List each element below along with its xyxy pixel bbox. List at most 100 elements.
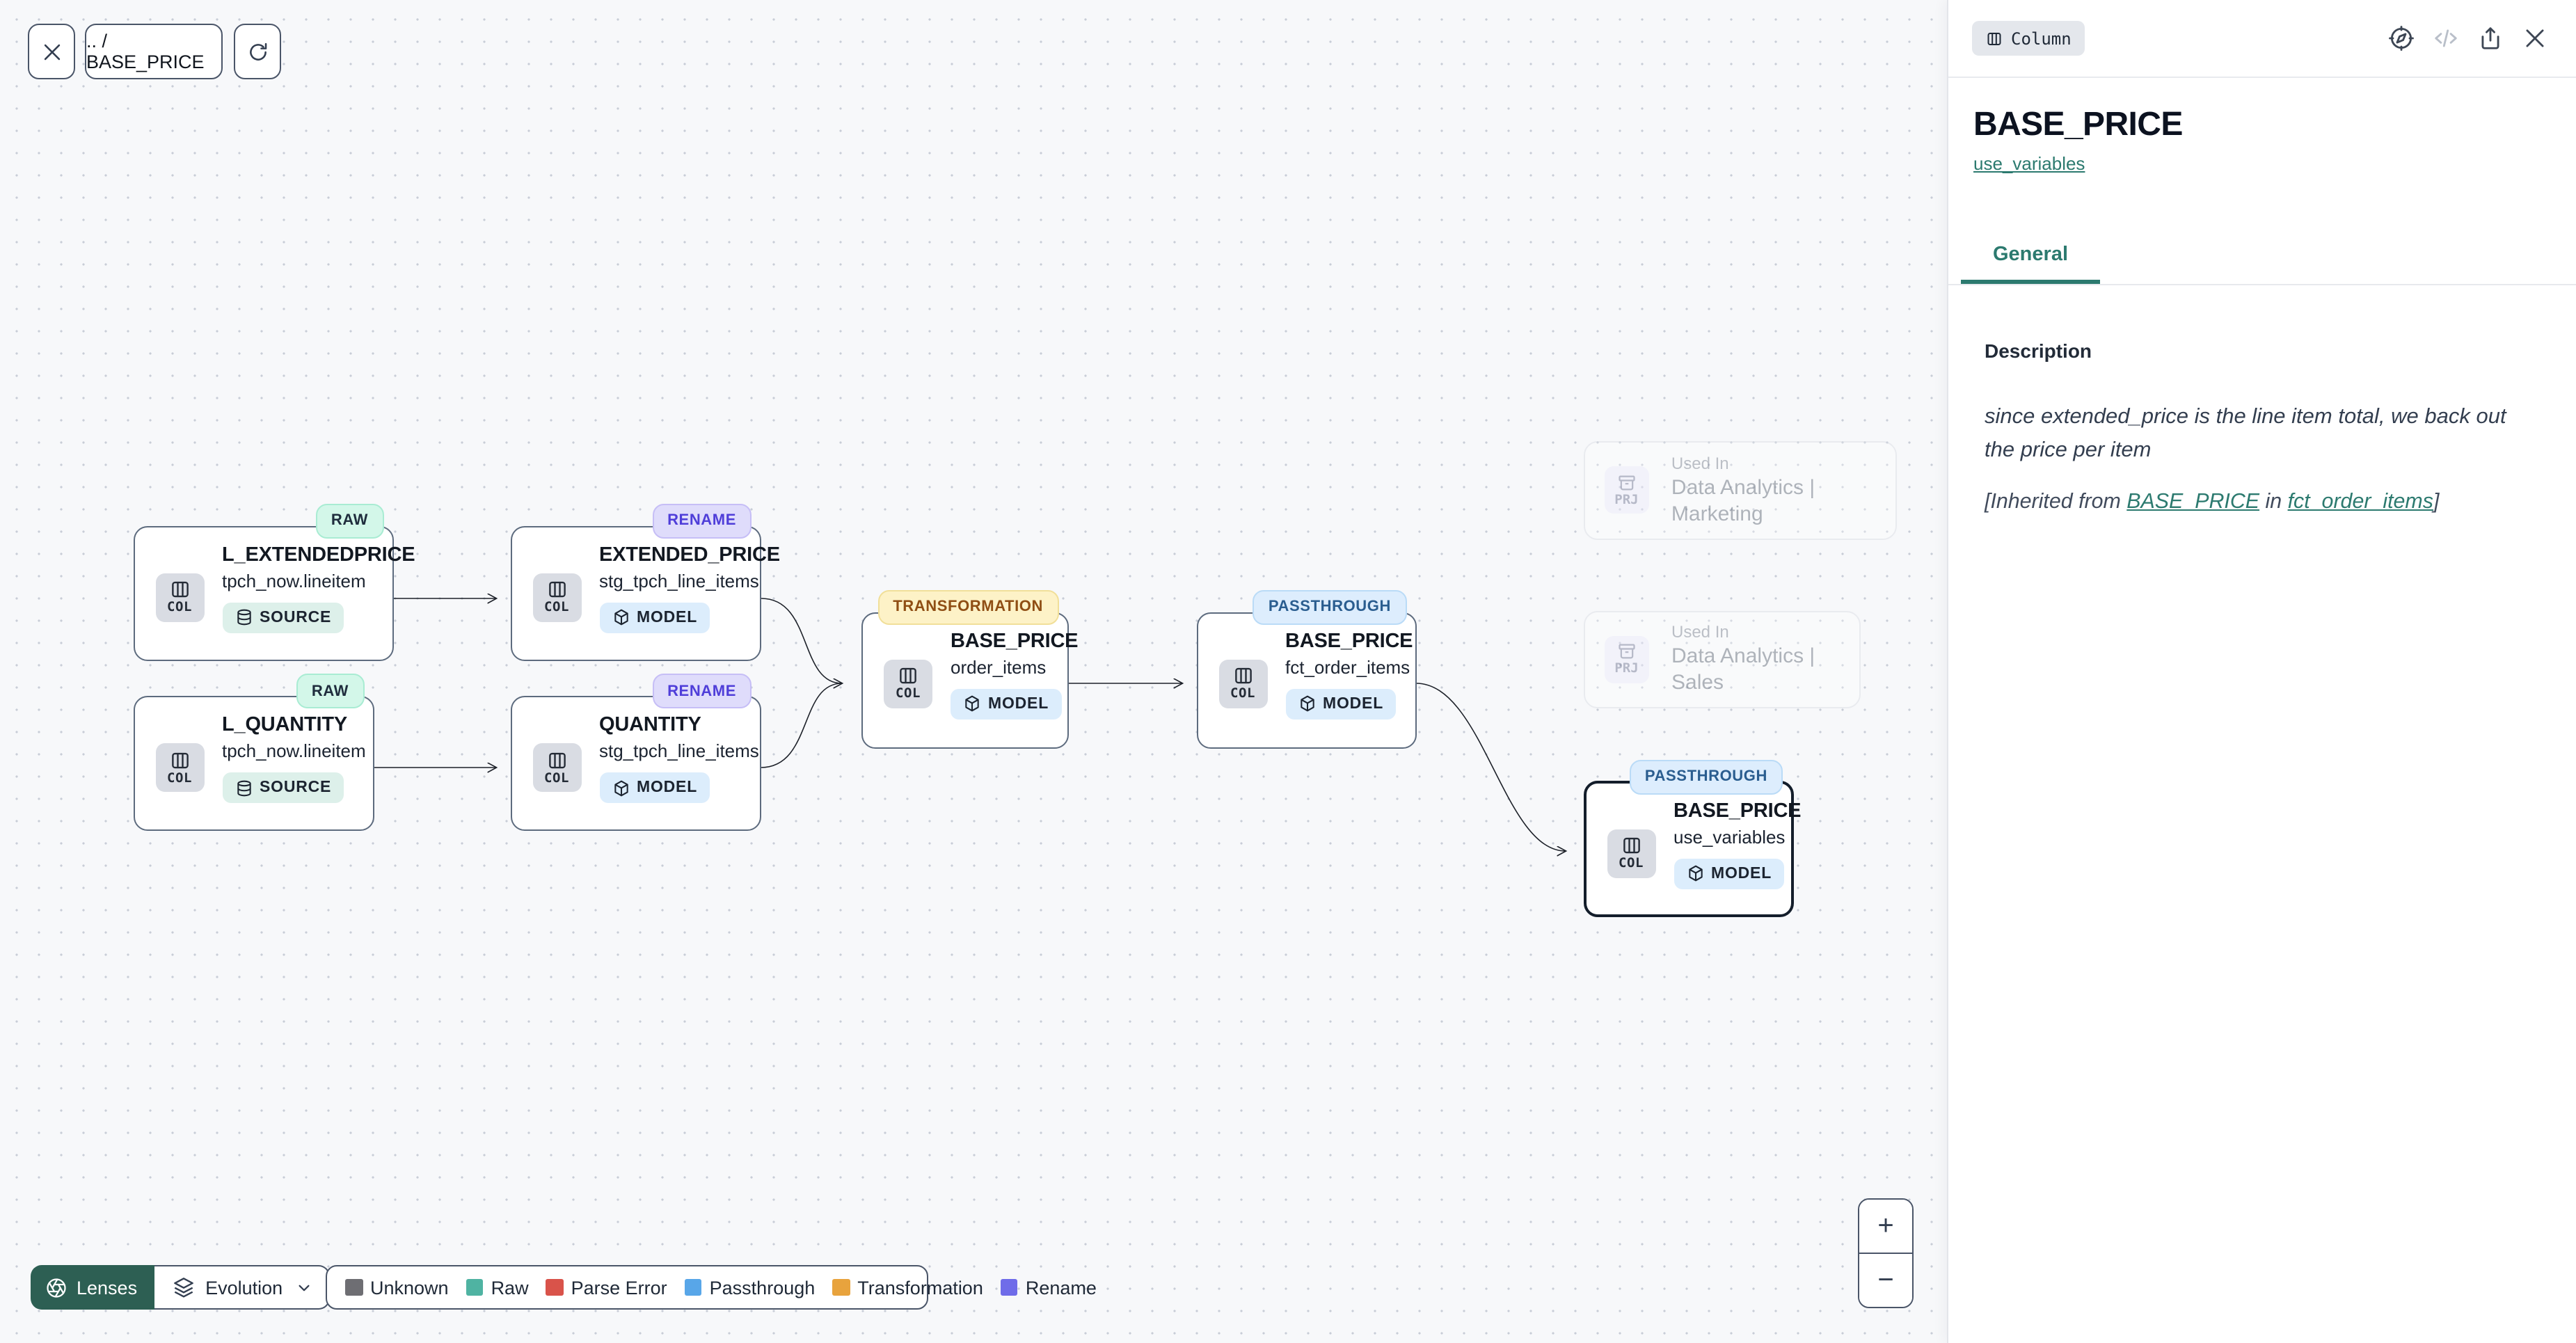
compass-icon[interactable] (2388, 25, 2415, 51)
used-in-name: Data Analytics | Sales (1671, 644, 1815, 695)
node-subtitle: use_variables (1673, 826, 1786, 847)
legend-label: Rename (1025, 1277, 1097, 1298)
cube-icon (965, 695, 979, 712)
node-l-extendedprice[interactable]: RAW COL L_EXTENDEDPRICE tpch_now.lineite… (133, 503, 415, 660)
inherited-middle: in (2259, 490, 2288, 514)
legend-label: Unknown (370, 1277, 449, 1298)
panel-title: BASE_PRICE (1973, 106, 2183, 143)
node-title: L_EXTENDEDPRICE (222, 543, 415, 566)
chip-label: COL (543, 770, 570, 786)
node-base-price-order-items[interactable]: TRANSFORMATION COL BASE_PRICE order_item… (861, 589, 1079, 748)
inherited-column-link[interactable]: BASE_PRICE (2126, 490, 2260, 514)
source-pill: SOURCE (222, 602, 344, 633)
inherited-prefix: [Inherited from (1985, 490, 2127, 514)
pill-label: MODEL (637, 779, 698, 796)
columns-icon (171, 752, 188, 768)
tab-general[interactable]: General (1961, 228, 2100, 284)
cube-icon (1300, 695, 1314, 712)
project-type-chip: PRJ (1604, 635, 1649, 683)
code-icon[interactable] (2433, 25, 2459, 51)
breadcrumb-label: .. / BASE_PRICE (86, 31, 205, 72)
edge-fctorderitems-usevariables (1415, 683, 1566, 851)
description-text: since extended_price is the line item to… (1985, 405, 2506, 462)
column-type-chip: COL (1218, 659, 1267, 708)
cube-icon (614, 779, 628, 796)
node-subtitle: order_items (951, 656, 1047, 677)
columns-icon (1234, 667, 1251, 684)
pill-label: MODEL (637, 609, 698, 626)
close-icon (43, 43, 60, 60)
columns-icon (548, 581, 565, 598)
lenses-button[interactable]: Lenses (31, 1265, 154, 1310)
node-base-price-use-variables[interactable]: PASSTHROUGH COL BASE_PRICE use_variables… (1583, 759, 1802, 917)
evolution-badge: RENAME (652, 503, 752, 538)
model-pill: MODEL (1673, 858, 1785, 889)
model-link[interactable]: use_variables (1973, 153, 2085, 174)
zoom-out-button[interactable]: − (1859, 1254, 1912, 1307)
legend-swatch-raw (466, 1278, 484, 1296)
column-type-chip: COL (532, 573, 581, 621)
legend-label: Passthrough (709, 1277, 816, 1298)
column-type-chip: COL (1607, 829, 1655, 877)
chip-label: COL (895, 686, 921, 701)
legend-item: Passthrough (684, 1277, 816, 1298)
node-base-price-fct-order-items[interactable]: PASSTHROUGH COL BASE_PRICE fct_order_ite… (1196, 589, 1416, 748)
refresh-button[interactable] (234, 24, 281, 79)
legend-label: Raw (491, 1277, 529, 1298)
column-type-chip: COL (155, 743, 204, 792)
description-heading: Description (1985, 340, 2092, 362)
chip-label: COL (1230, 686, 1256, 701)
node-l-quantity[interactable]: RAW COL L_QUANTITY tpch_now.lineitem SOU… (133, 674, 374, 831)
node-subtitle: tpch_now.lineitem (222, 740, 366, 761)
pill-label: MODEL (1711, 865, 1772, 882)
node-body: BASE_PRICE fct_order_items MODEL (1285, 613, 1415, 720)
column-type-chip: COL (532, 743, 581, 792)
node-body: BASE_PRICE order_items MODEL (951, 613, 1079, 720)
legend-swatch-rename (1000, 1278, 1018, 1296)
node-subtitle: fct_order_items (1285, 656, 1410, 677)
share-icon[interactable] (2477, 25, 2504, 51)
inherited-model-link[interactable]: fct_order_items (2287, 490, 2433, 514)
columns-icon (1623, 837, 1639, 854)
close-lineage-button[interactable] (28, 24, 75, 79)
legend-label: Transformation (857, 1277, 983, 1298)
columns-icon (171, 581, 188, 598)
node-title: BASE_PRICE (1673, 800, 1802, 822)
used-in-text: Used In Data Analytics | Marketing (1671, 453, 1895, 527)
legend-item: Parse Error (546, 1277, 667, 1298)
evolution-badge: PASSTHROUGH (1629, 759, 1783, 794)
used-in-marketing[interactable]: PRJ Used In Data Analytics | Marketing (1583, 440, 1896, 539)
cube-icon (1688, 865, 1702, 882)
evolution-badge: TRANSFORMATION (877, 589, 1058, 624)
model-pill: MODEL (599, 772, 710, 803)
legend-swatch-transformation (832, 1278, 850, 1296)
zoom-in-button[interactable]: + (1859, 1200, 1912, 1254)
evolution-badge: RENAME (652, 674, 752, 708)
node-extended-price[interactable]: RENAME COL EXTENDED_PRICE stg_tpch_line_… (510, 503, 780, 660)
node-body: L_EXTENDEDPRICE tpch_now.lineitem SOURCE (222, 527, 415, 633)
lineage-canvas[interactable]: .. / BASE_PRICE RAW COL L_EXTENDEDPRICE … (0, 0, 1947, 1343)
source-pill: SOURCE (222, 772, 344, 803)
node-title: BASE_PRICE (951, 630, 1079, 652)
close-panel-icon[interactable] (2522, 25, 2548, 51)
node-subtitle: tpch_now.lineitem (222, 570, 366, 591)
columns-icon (548, 752, 565, 768)
entity-type-badge: Column (1972, 21, 2085, 56)
columns-icon (1987, 32, 2001, 45)
legend-swatch-unknown (345, 1278, 363, 1296)
database-icon (237, 609, 251, 626)
used-in-sales[interactable]: PRJ Used In Data Analytics | Sales (1583, 610, 1860, 708)
node-title: QUANTITY (599, 714, 701, 736)
node-quantity[interactable]: RENAME COL QUANTITY stg_tpch_line_items … (510, 674, 761, 831)
chip-label: PRJ (1614, 661, 1639, 677)
lenses-label: Lenses (77, 1277, 138, 1298)
legend-label: Parse Error (571, 1277, 667, 1298)
cube-icon (614, 609, 628, 626)
pill-label: MODEL (1323, 695, 1384, 712)
breadcrumb[interactable]: .. / BASE_PRICE (85, 24, 223, 79)
chip-label: PRJ (1614, 492, 1639, 507)
lens-dropdown[interactable]: Evolution (154, 1265, 331, 1310)
edge-extendedprice-baseprice (761, 598, 842, 683)
model-pill: MODEL (1285, 688, 1397, 719)
legend-swatch-passthrough (684, 1278, 702, 1296)
